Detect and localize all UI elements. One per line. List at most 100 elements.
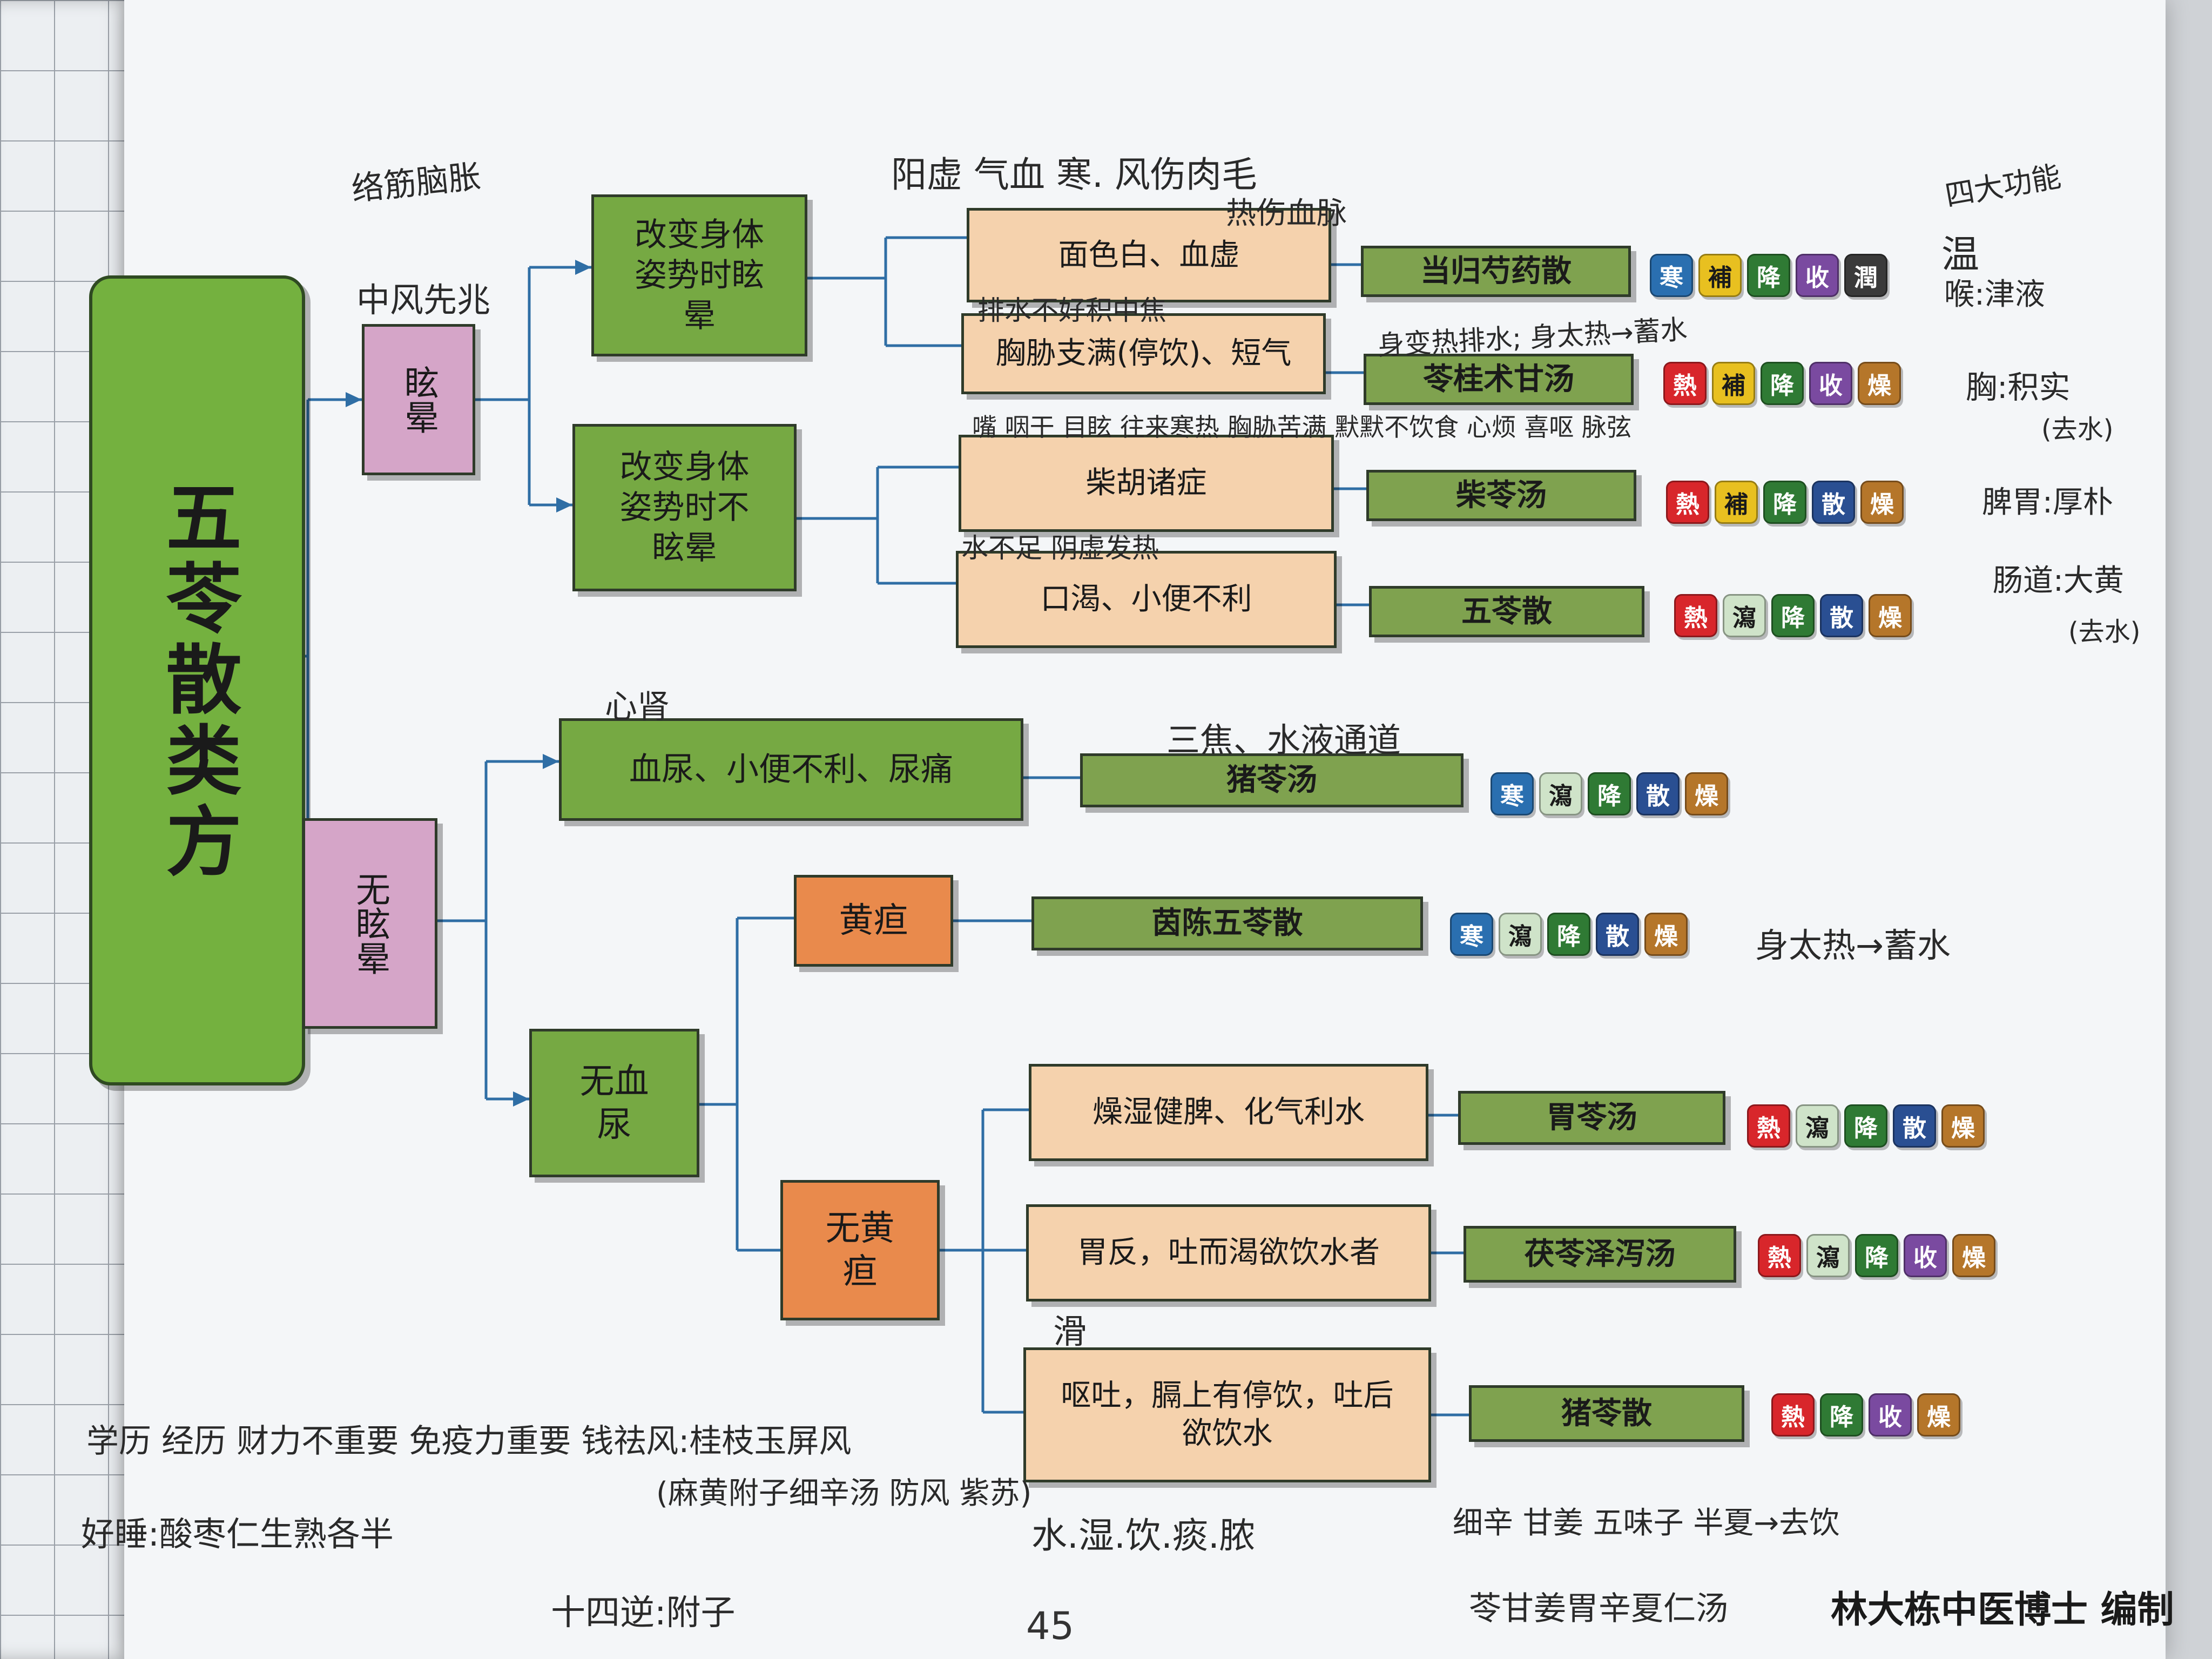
formula-linggui-label: 苓桂术甘汤 [1423,361,1574,397]
property-tag: 熱 [1758,1234,1801,1277]
property-tag: 散 [1820,594,1863,637]
node-jaundice-label: 黄疸 [839,901,908,941]
note-15: 肠道:大黄 [1993,563,2124,598]
node-stomach-reflux-label: 胃反，吐而渴欲饮水者 [1077,1235,1380,1270]
node-pale-blood-deficiency: 面色白、血虚 [967,208,1331,302]
node-jaundice: 黄疸 [794,875,953,967]
tags-danggui: 寒補降收潤 [1650,254,1887,297]
property-tag: 熱 [1674,594,1717,637]
formula-linggui: 苓桂术甘汤 [1364,354,1634,405]
page-number: 45 [1026,1604,1075,1648]
tags-yinchen: 寒瀉降散燥 [1450,913,1688,956]
property-tag: 收 [1904,1234,1947,1277]
formula-zhuling-tang-label: 猪苓汤 [1226,763,1317,798]
note-14: 水不足 阴虚发热 [961,532,1159,564]
note-18: 三焦、水液通道 [1166,720,1401,760]
property-tag: 燥 [1858,362,1901,405]
property-tag: 散 [1812,481,1855,524]
node-no-jaundice: 无黄疸 [780,1180,940,1320]
formula-wuling-label: 五苓散 [1461,594,1552,629]
tags-zhuling-tang: 寒瀉降散燥 [1491,772,1728,815]
note-12: 嘴 咽干 目眩 往来寒热 胸胁苦满 默默不饮食 心烦 喜呕 脉弦 [972,413,1631,442]
property-tag: 熱 [1666,481,1709,524]
tags-fuling-zexie: 熱瀉降收燥 [1758,1234,1995,1277]
property-tag: 燥 [1952,1234,1995,1277]
node-dizziness: 眩晕 [362,324,475,475]
formula-zhuling-san: 猪苓散 [1469,1385,1744,1442]
property-tag: 散 [1596,913,1639,956]
tags-linggui: 熱補降收燥 [1663,362,1901,405]
property-tag: 收 [1796,254,1839,297]
node-dry-damp-label: 燥湿健脾、化气利水 [1092,1095,1365,1130]
node-hematuria: 血尿、小便不利、尿痛 [559,718,1023,821]
note-6: 温 [1941,232,1979,276]
formula-weiling-label: 胃苓汤 [1546,1100,1637,1135]
note-19: 身太热→蓄水 [1755,926,1951,965]
property-tag: 降 [1844,1104,1887,1148]
property-tag: 瀉 [1723,594,1766,637]
node-posture-dizzy: 改变身体姿势时眩晕 [591,194,807,356]
author-credit: 林大栋中医博士 编制 [1831,1588,2174,1631]
property-tag: 瀉 [1796,1104,1839,1148]
note-23: (麻黄附子细辛汤 防风 紫苏) [656,1476,1032,1511]
property-tag: 降 [1855,1234,1898,1277]
node-no-hematuria: 无血尿 [529,1029,699,1177]
property-tag: 降 [1761,362,1804,405]
property-tag: 熱 [1747,1104,1790,1148]
tags-zhuling-san: 熱降收燥 [1771,1393,1960,1437]
property-tag: 降 [1588,772,1631,815]
property-tag: 散 [1893,1104,1936,1148]
property-tag: 散 [1636,772,1680,815]
formula-chailing: 柴苓汤 [1366,470,1636,521]
property-tag: 寒 [1450,913,1493,956]
node-vomit-label: 呕吐，膈上有停饮，吐后欲饮水 [1061,1378,1394,1451]
property-tag: 瀉 [1539,772,1582,815]
node-hematuria-label: 血尿、小便不利、尿痛 [629,750,953,788]
property-tag: 熱 [1771,1393,1815,1437]
note-22: 好睡:酸枣仁生熟各半 [81,1514,394,1554]
property-tag: 瀉 [1806,1234,1850,1277]
formula-fuling-zexie: 茯苓泽泻汤 [1464,1226,1736,1283]
node-thirst-urine: 口渴、小便不利 [956,551,1337,648]
property-tag: 燥 [1644,913,1688,956]
property-tag: 熱 [1663,362,1707,405]
node-vomit: 呕吐，膈上有停饮，吐后欲饮水 [1023,1347,1431,1482]
note-21: 学历 经历 财力不重要 免疫力重要 钱祛风:桂枝玉屏风 [86,1422,852,1460]
property-tag: 補 [1712,362,1755,405]
formula-yinchen-label: 茵陈五苓散 [1151,906,1303,941]
property-tag: 潤 [1844,254,1887,297]
node-no-hematuria-label: 无血尿 [579,1061,649,1145]
title-text: 五苓散类方 [153,478,242,883]
note-7: 喉:津液 [1944,277,2045,312]
note-10: 胸:积实 [1966,369,2071,406]
node-pale-blood-deficiency-label: 面色白、血虚 [1058,237,1240,273]
property-tag: 燥 [1869,594,1912,637]
note-25: 细辛 甘姜 五味子 半夏→去饮 [1453,1506,1840,1541]
property-tag: 降 [1763,481,1806,524]
formula-zhuling-tang: 猪苓汤 [1080,753,1464,807]
formula-danggui: 当归芍药散 [1361,246,1631,297]
note-27: 苓甘姜胃辛夏仁汤 [1469,1590,1728,1628]
formula-weiling: 胃苓汤 [1458,1091,1725,1145]
property-tag: 燥 [1941,1104,1985,1148]
property-tag: 補 [1698,254,1742,297]
note-20: 滑 [1053,1312,1087,1351]
node-dizziness-label: 眩晕 [399,365,439,434]
note-24: 水.湿.饮.痰.脓 [1031,1515,1255,1556]
property-tag: 收 [1809,362,1852,405]
formula-yinchen: 茵陈五苓散 [1031,896,1423,950]
note-2: 中风先兆 [356,280,491,320]
node-chaihu-symptoms: 柴胡诸症 [959,435,1334,532]
property-tag: 收 [1869,1393,1912,1437]
node-chest-fullness: 胸胁支满(停饮)、短气 [961,313,1326,394]
node-dry-damp: 燥湿健脾、化气利水 [1029,1064,1428,1161]
note-3: 阳虚 气血 寒. 风伤肉毛 [891,154,1257,195]
property-tag: 燥 [1860,481,1904,524]
note-13: 脾胃:厚朴 [1982,485,2113,520]
note-11: (去水) [2041,414,2114,444]
property-tag: 燥 [1685,772,1728,815]
property-tag: 降 [1820,1393,1863,1437]
property-tag: 燥 [1917,1393,1960,1437]
node-no-jaundice-label: 无黄疸 [825,1209,895,1292]
